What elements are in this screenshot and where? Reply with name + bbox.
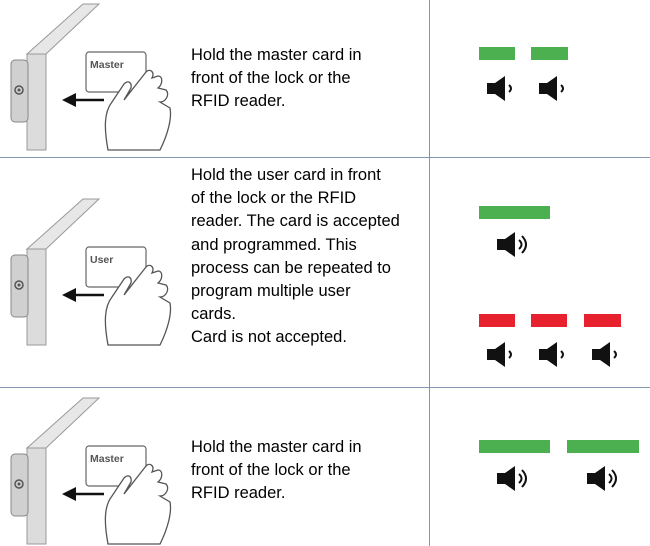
lock-reader-icon [10,397,101,545]
speaker-short-icon [535,74,575,104]
instruction-line: RFID reader. [191,92,286,111]
speaker-long-icon [493,464,533,494]
column-divider [429,0,430,546]
green-led-short [479,47,515,60]
arrow-left-icon [62,487,104,501]
speaker-short-icon [483,340,523,370]
instruction-line: Hold the master card in [191,46,362,64]
green-led-long [479,440,550,453]
instruction-text: Hold the user card in front of the lock … [191,164,400,350]
green-led-short [531,47,568,60]
instruction-line: process can be repeated to [191,258,391,277]
speaker-short-icon [535,340,575,370]
green-led-long [479,206,550,219]
instruction-line: and programmed. This [191,235,357,254]
arrow-left-icon [62,93,104,107]
instruction-line: front of the lock or the [191,69,351,88]
lock-reader-icon [10,198,101,346]
card-label: User [90,254,113,266]
hand-holding-card-icon [85,51,172,151]
instruction-line: Hold the master card in [191,438,362,456]
lock-reader-icon [10,3,101,151]
hand-holding-card-icon [85,246,172,346]
red-led-short [584,314,621,327]
red-led-short [531,314,567,327]
instruction-line: RFID reader. [191,484,286,503]
speaker-short-icon [588,340,628,370]
arrow-left-icon [62,288,104,302]
instruction-line: cards. [191,305,236,324]
row-divider [0,387,650,388]
hand-holding-card-icon [85,445,172,545]
card-label: Master [90,453,124,465]
instruction-line: Card is not accepted. [191,328,347,347]
instruction-text: Hold the master card in front of the loc… [191,44,362,114]
card-illustration: Master [0,2,185,152]
speaker-short-icon [483,74,523,104]
speaker-long-icon [493,230,533,260]
red-led-short [479,314,515,327]
speaker-long-icon [583,464,623,494]
green-led-long [567,440,639,453]
instruction-line: front of the lock or the [191,461,351,480]
card-illustration: Master [0,396,185,546]
card-illustration: User [0,197,185,347]
row-divider [0,157,650,158]
instruction-line: reader. The card is accepted [191,212,400,231]
instruction-text: Hold the master card in front of the loc… [191,436,362,506]
card-label: Master [90,59,124,71]
instruction-line: Hold the user card in front [191,166,381,184]
instruction-line: program multiple user [191,282,351,301]
instruction-line: of the lock or the RFID [191,189,357,208]
